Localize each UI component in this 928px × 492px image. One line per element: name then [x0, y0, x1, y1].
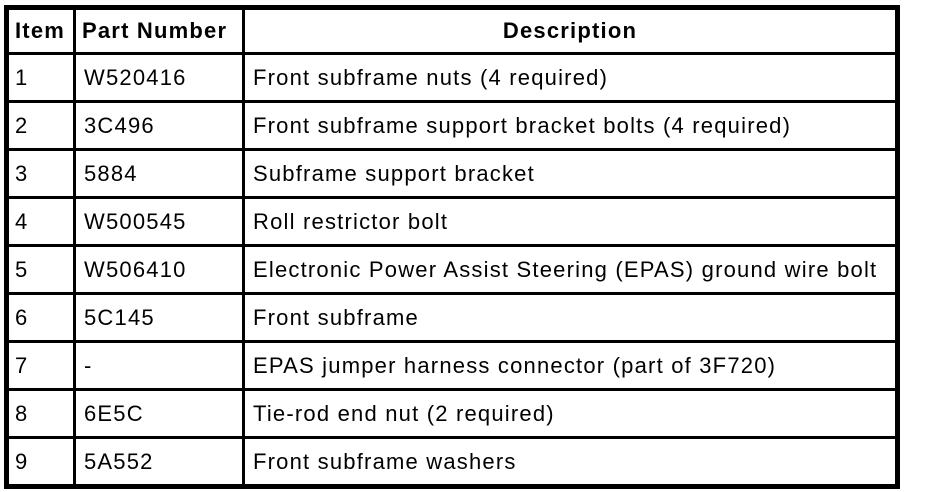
description-cell: Front subframe support bracket bolts (4 …	[242, 100, 899, 151]
part-number-cell: W500545	[73, 196, 245, 247]
table-row: 5 W506410 Electronic Power Assist Steeri…	[5, 244, 899, 295]
description-cell: Electronic Power Assist Steering (EPAS) …	[242, 244, 899, 295]
description-cell: Front subframe	[242, 292, 899, 343]
part-number-cell: W506410	[73, 244, 245, 295]
table-row: 4 W500545 Roll restrictor bolt	[5, 196, 899, 247]
item-cell: 7	[5, 340, 76, 391]
part-number-cell: 5C145	[73, 292, 245, 343]
table-row: 7 - EPAS jumper harness connector (part …	[5, 340, 899, 391]
description-cell: Front subframe washers	[242, 436, 899, 488]
table-row: 6 5C145 Front subframe	[5, 292, 899, 343]
item-cell: 9	[5, 436, 76, 488]
parts-table: Item Part Number Description 1 W520416 F…	[4, 5, 900, 489]
item-cell: 2	[5, 100, 76, 151]
item-cell: 1	[5, 52, 76, 103]
table-row: 3 5884 Subframe support bracket	[5, 148, 899, 199]
table-row: 9 5A552 Front subframe washers	[5, 436, 899, 488]
table-row: 8 6E5C Tie-rod end nut (2 required)	[5, 388, 899, 439]
part-number-cell: 6E5C	[73, 388, 245, 439]
item-cell: 5	[5, 244, 76, 295]
description-cell: Front subframe nuts (4 required)	[242, 52, 899, 103]
column-header-item: Item	[5, 6, 76, 55]
part-number-cell: -	[73, 340, 245, 391]
item-cell: 6	[5, 292, 76, 343]
part-number-cell: 5884	[73, 148, 245, 199]
description-cell: Tie-rod end nut (2 required)	[242, 388, 899, 439]
part-number-cell: W520416	[73, 52, 245, 103]
item-cell: 8	[5, 388, 76, 439]
column-header-part-number: Part Number	[73, 6, 245, 55]
description-cell: Subframe support bracket	[242, 148, 899, 199]
table-row: 1 W520416 Front subframe nuts (4 require…	[5, 52, 899, 103]
column-header-description: Description	[242, 6, 899, 55]
header-row: Item Part Number Description	[5, 6, 899, 55]
item-cell: 3	[5, 148, 76, 199]
description-cell: EPAS jumper harness connector (part of 3…	[242, 340, 899, 391]
description-cell: Roll restrictor bolt	[242, 196, 899, 247]
item-cell: 4	[5, 196, 76, 247]
part-number-cell: 5A552	[73, 436, 245, 488]
part-number-cell: 3C496	[73, 100, 245, 151]
table-row: 2 3C496 Front subframe support bracket b…	[5, 100, 899, 151]
